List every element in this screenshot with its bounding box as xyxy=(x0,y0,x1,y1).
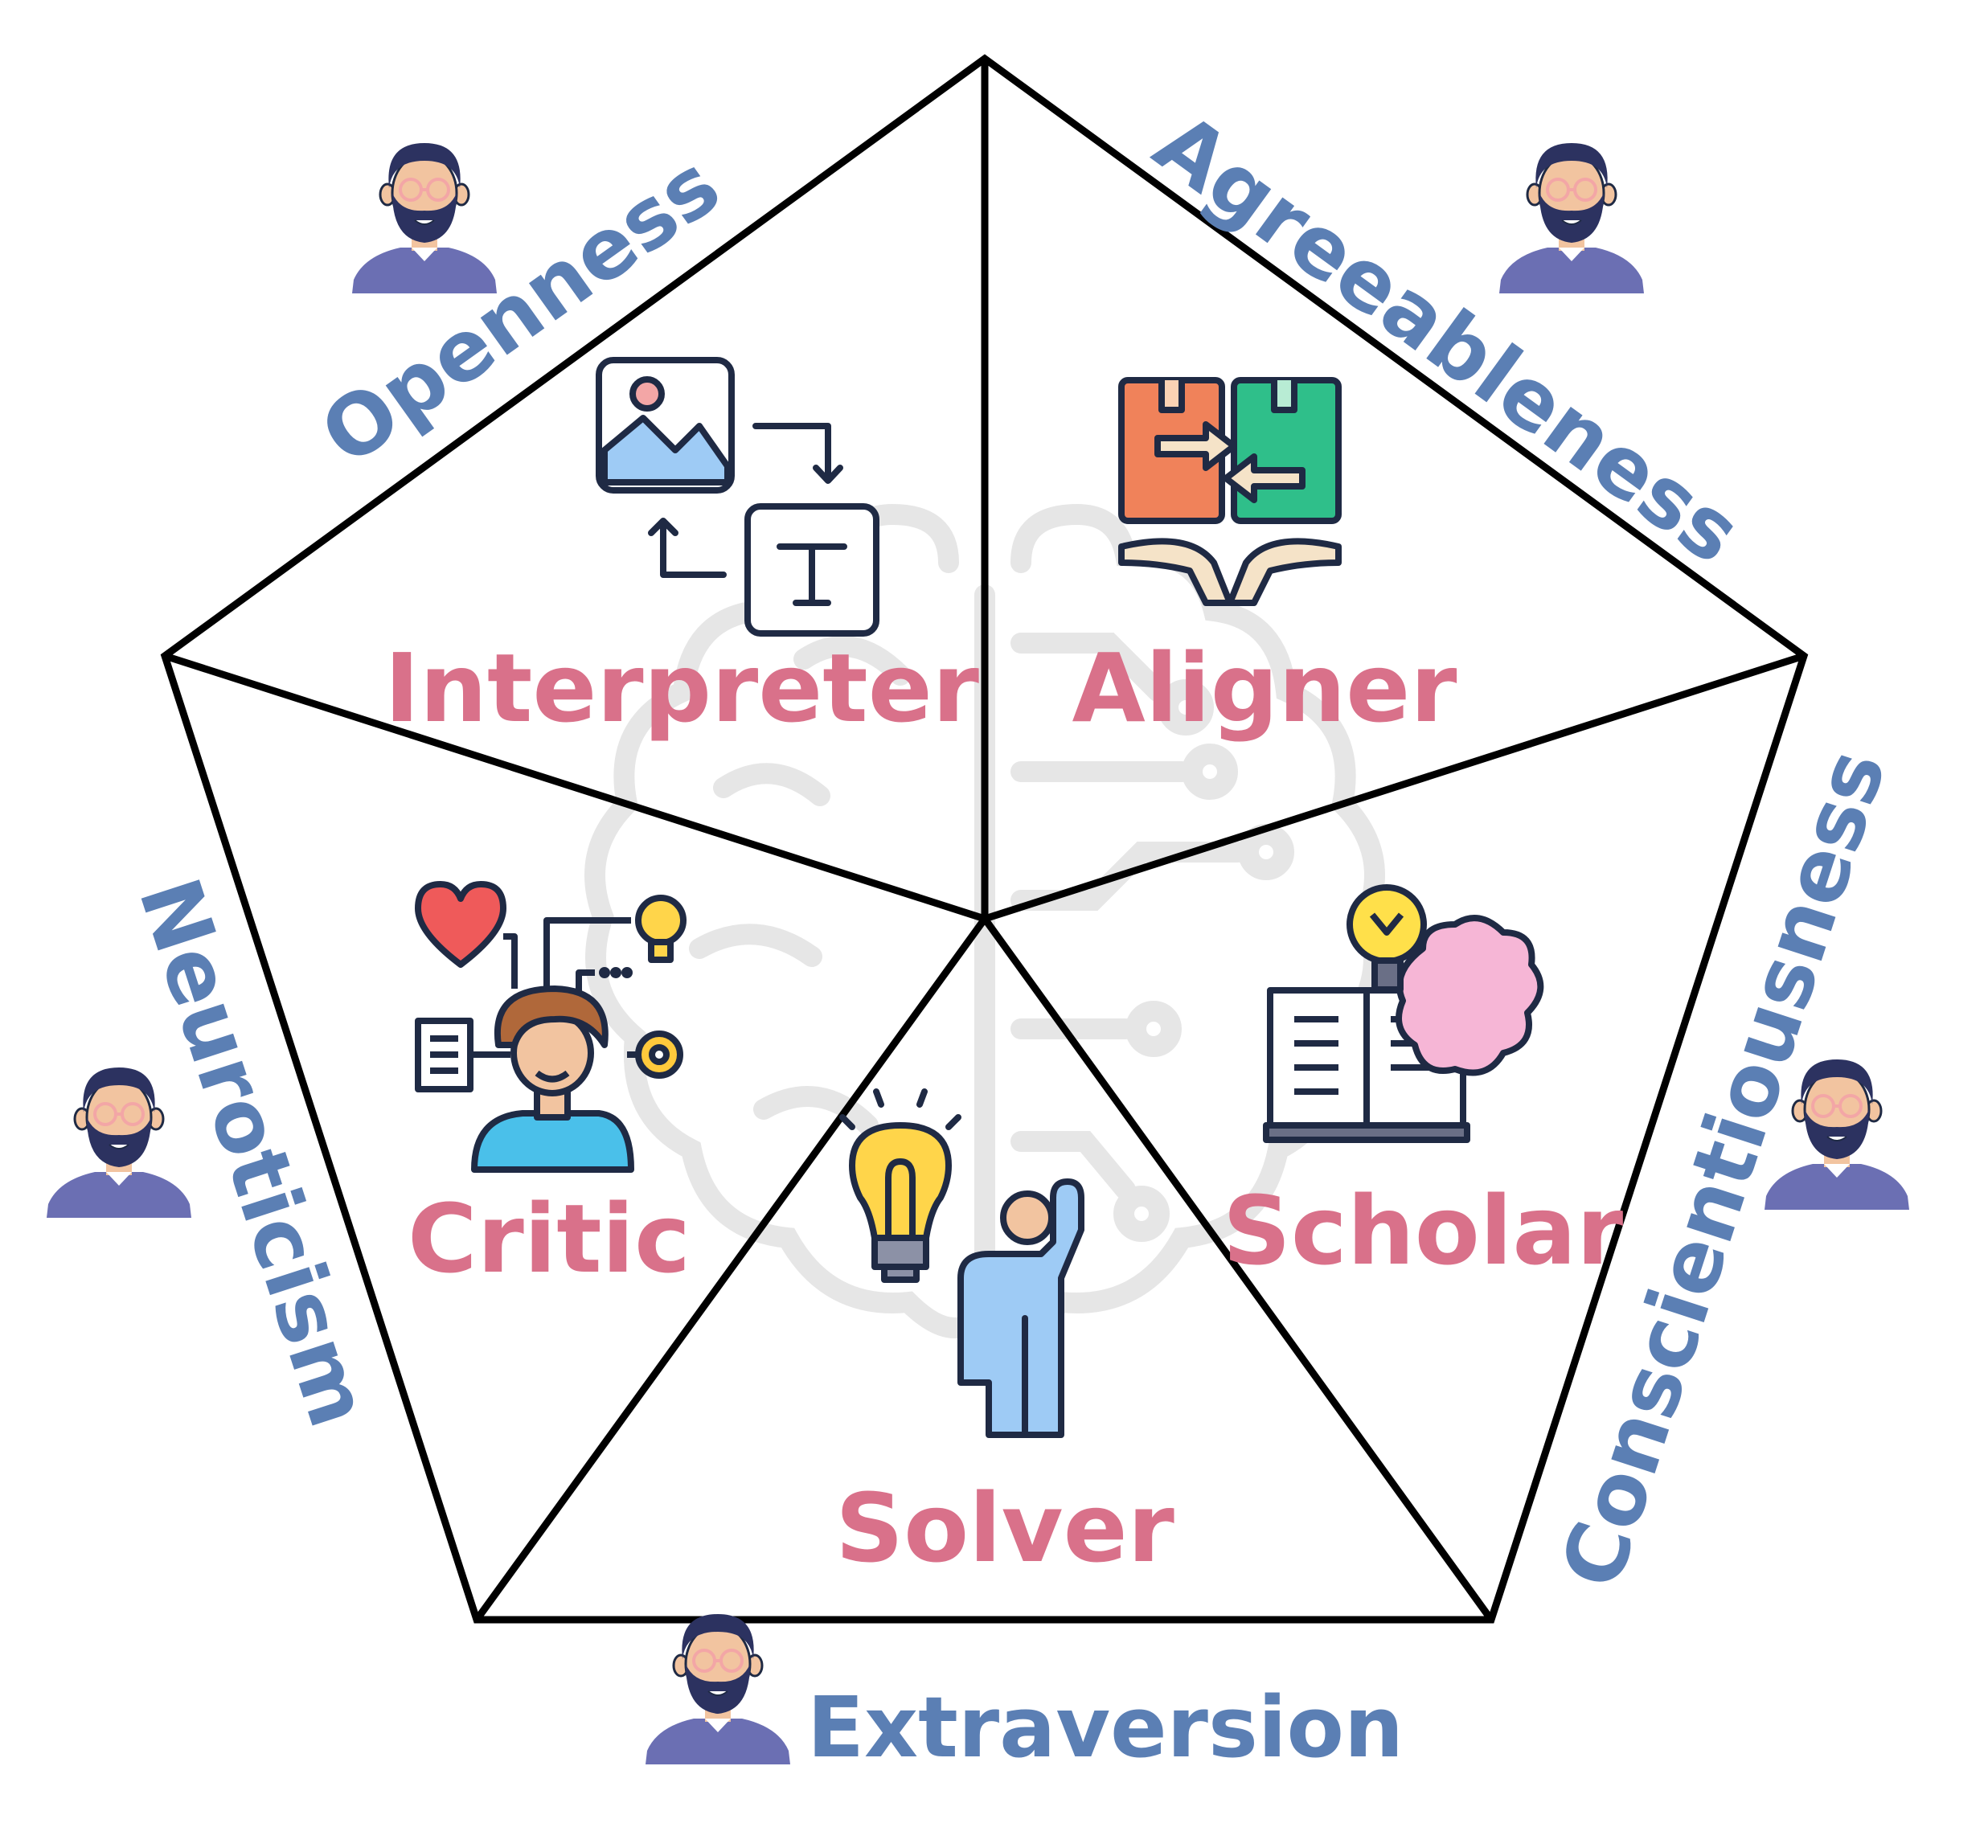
avatar-agreeableness xyxy=(1498,141,1646,295)
role-label-critic: Critic xyxy=(408,1183,691,1294)
pentagon xyxy=(160,54,1809,1624)
pentagon-outline xyxy=(160,54,1809,1624)
trait-label-neuroticism: Neuroticism xyxy=(120,867,389,1438)
role-label-interpreter: Interpreter xyxy=(384,633,979,744)
trait-label-agreeableness: Agreeableness xyxy=(1137,94,1759,583)
spoke-left xyxy=(163,652,986,923)
spoke-bottom-right xyxy=(982,916,1494,1622)
role-label-scholar: Scholar xyxy=(1223,1175,1623,1286)
spoke-bottom-left xyxy=(473,916,988,1622)
spoke-right xyxy=(983,652,1806,923)
role-label-solver: Solver xyxy=(835,1473,1174,1584)
book-brain-icon xyxy=(1263,884,1544,1143)
thinking-person-icon xyxy=(415,881,687,1173)
avatar-neuroticism xyxy=(45,1066,193,1219)
avatar-openness xyxy=(350,141,498,295)
box-exchange-icon xyxy=(1118,377,1342,606)
avatar-extraversion xyxy=(644,1612,792,1766)
image-to-text-icon xyxy=(596,357,879,637)
role-label-aligner: Aligner xyxy=(1072,633,1457,744)
trait-label-extraversion: Extraversion xyxy=(807,1678,1404,1776)
lightbulb-person-icon xyxy=(839,1088,1084,1438)
